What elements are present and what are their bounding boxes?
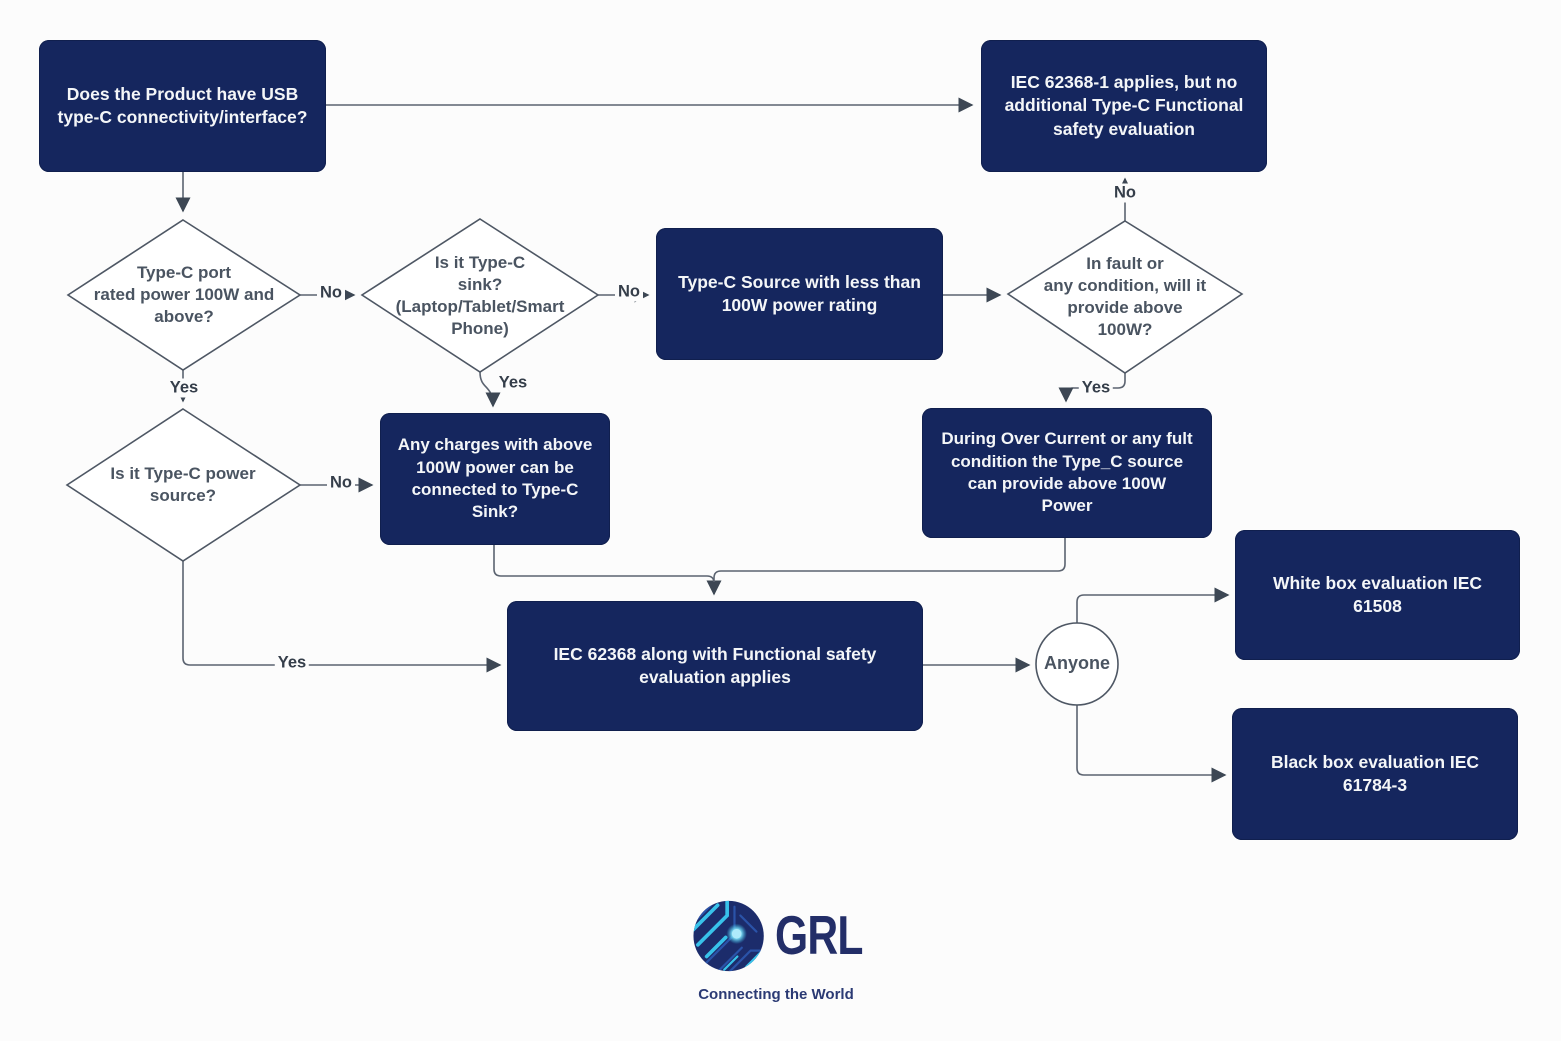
node-over-current: During Over Current or any fult conditio… (922, 408, 1212, 538)
grl-logo-tagline: Connecting the World (698, 986, 854, 1003)
node-chargers-above-100w: Any charges with above 100W power can be… (380, 413, 610, 545)
node-source-less-100w: Type-C Source with less than 100W power … (656, 228, 943, 360)
edge-label-power-source-no: No (327, 473, 355, 493)
node-iec-62368-functional: IEC 62368 along with Functional safety e… (507, 601, 923, 731)
grl-logo: GRL Connecting the World (692, 894, 882, 1003)
edge-overcurrent-to-iec (713, 538, 1066, 582)
grl-logo-icon (693, 900, 764, 972)
edge-anyone-to-blackbox (1076, 705, 1227, 783)
node-black-box: Black box evaluation IEC 61784-3 (1232, 708, 1518, 840)
node-no-additional-eval: IEC 62368-1 applies, but no additional T… (981, 40, 1267, 172)
edge-label-fault-yes: Yes (1078, 378, 1114, 398)
circle-anyone (1035, 622, 1119, 706)
diamond-is-power-source (65, 408, 302, 562)
diamond-fault-above-100w (1006, 220, 1244, 374)
diamond-rated-power (66, 219, 302, 371)
grl-logo-text: GRL (775, 905, 863, 967)
edge-label-fault-no: No (1111, 183, 1139, 203)
edge-is-sink-yes (479, 371, 501, 408)
edge-label-is-sink-yes: Yes (495, 373, 531, 393)
edge-chargers-to-iec (493, 545, 722, 596)
edge-label-rated-power-no: No (317, 283, 345, 303)
edge-label-power-source-yes: Yes (274, 653, 310, 673)
edge-label-is-sink-no: No (615, 282, 643, 302)
edge-label-rated-power-yes: Yes (166, 378, 202, 398)
diamond-is-sink (360, 218, 600, 373)
node-start: Does the Product have USB type-C connect… (39, 40, 326, 172)
edge-anyone-to-whitebox (1076, 587, 1230, 623)
edge-power-source-yes (182, 561, 502, 673)
node-white-box: White box evaluation IEC 61508 (1235, 530, 1520, 660)
